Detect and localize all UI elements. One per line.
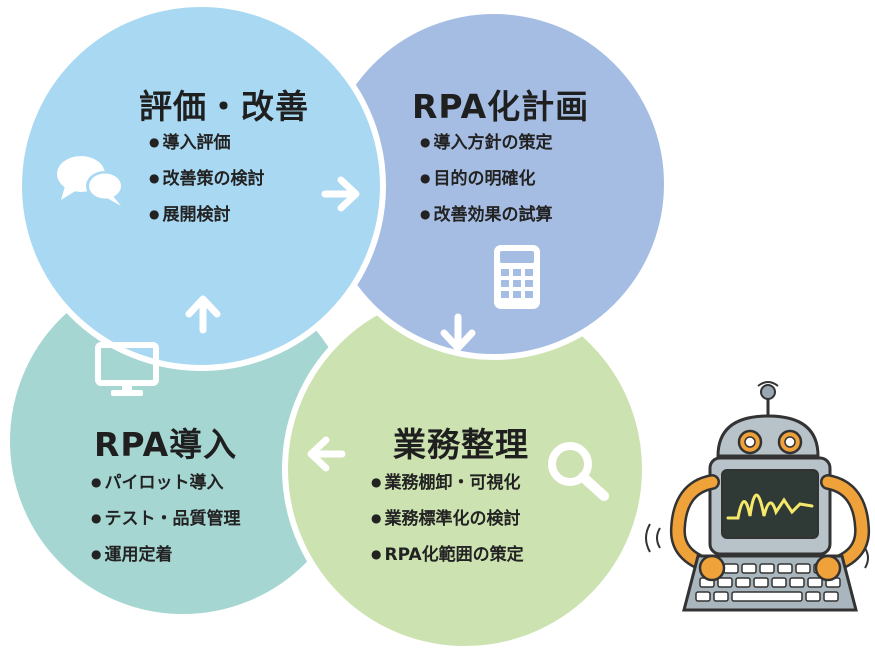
introduce-item: テスト・品質管理	[91, 502, 240, 538]
introduce-title: RPA導入	[94, 425, 238, 464]
robot-typing-illustration	[645, 381, 871, 612]
plan-item: 目的の明確化	[420, 162, 552, 198]
plan-list: 導入方針の策定 目的の明確化 改善効果の試算	[420, 126, 552, 234]
evaluate-title: 評価・改善	[139, 87, 309, 126]
arrow-right-icon	[321, 176, 360, 212]
chat-bubbles-icon	[57, 156, 124, 206]
plan-item: 導入方針の策定	[420, 126, 552, 162]
organize-item: 業務標準化の検討	[371, 502, 524, 538]
magnifier-icon	[548, 442, 609, 501]
organize-item: 業務棚卸・可視化	[371, 466, 524, 502]
evaluate-item: 導入評価	[149, 126, 264, 162]
organize-item: RPA化範囲の策定	[371, 538, 523, 574]
arrow-down-icon	[440, 313, 476, 352]
organize-list: 業務棚卸・可視化 業務標準化の検討 RPA化範囲の策定	[371, 466, 524, 574]
introduce-item: パイロット導入	[91, 466, 240, 502]
evaluate-list: 導入評価 改善策の検討 展開検討	[149, 126, 264, 234]
rpa-cycle-diagram: 評価・改善 導入評価 改善策の検討 展開検討 RPA化計画 導入方針の策定 目的…	[0, 0, 875, 626]
evaluate-item: 展開検討	[149, 198, 264, 234]
plan-item: 改善効果の試算	[420, 198, 552, 234]
organize-title: 業務整理	[393, 425, 529, 464]
calculator-icon	[494, 245, 540, 309]
monitor-icon	[95, 342, 159, 396]
evaluate-item: 改善策の検討	[149, 162, 264, 198]
introduce-item: 運用定着	[91, 538, 240, 574]
introduce-list: パイロット導入 テスト・品質管理 運用定着	[91, 466, 240, 574]
arrow-up-icon	[185, 295, 221, 334]
plan-title: RPA化計画	[412, 87, 590, 126]
arrow-left-icon	[307, 436, 346, 472]
